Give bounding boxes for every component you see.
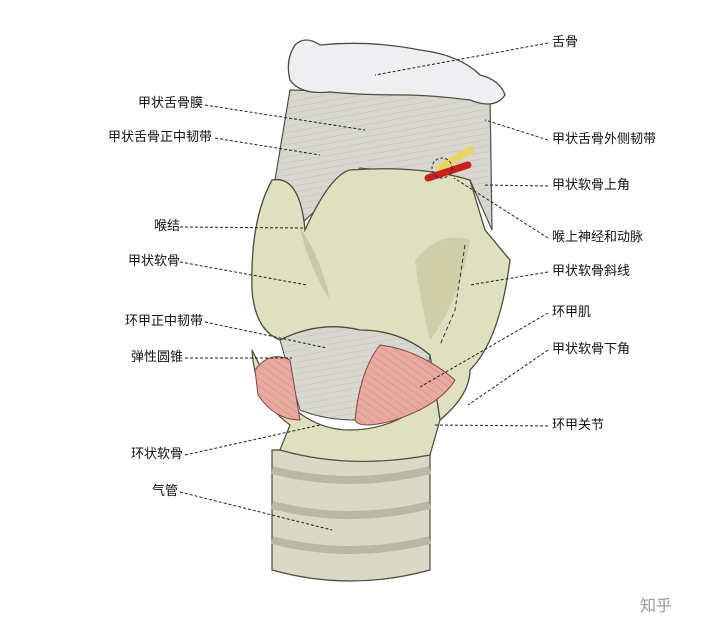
label-median-cricothyroid-ligament: 环甲正中韧带 <box>124 314 203 329</box>
label-hyoid-bone: 舌骨 <box>552 35 579 50</box>
label-superior-horn: 甲状软骨上角 <box>552 178 631 193</box>
superior-laryngeal-nerve-and-artery <box>424 146 474 182</box>
label-conus-elasticus: 弹性圆锥 <box>130 350 183 365</box>
label-laryngeal-prominence: 喉结 <box>153 219 180 234</box>
label-cricothyroid-joint: 环甲关节 <box>552 418 605 433</box>
label-oblique-line: 甲状软骨斜线 <box>552 264 631 279</box>
leader-lines <box>179 42 549 531</box>
label-superior-laryngeal-nerve-artery: 喉上神经和动脉 <box>552 230 644 245</box>
thyroid-cartilage <box>251 168 511 422</box>
label-median-thyrohyoid-ligament: 甲状舌骨正中韧带 <box>107 130 212 145</box>
label-thyrohyoid-membrane: 甲状舌骨膜 <box>137 96 203 111</box>
trachea <box>271 449 431 582</box>
cricothyroid-muscles <box>254 344 456 426</box>
label-trachea: 气管 <box>151 484 178 499</box>
label-cricothyroid-muscle: 环甲肌 <box>552 305 592 320</box>
label-lateral-thyrohyoid-ligament: 甲状舌骨外侧韧带 <box>552 132 657 147</box>
label-cricoid-cartilage: 环状软骨 <box>130 447 183 462</box>
label-inferior-horn: 甲状软骨下角 <box>552 342 631 357</box>
label-thyroid-cartilage: 甲状软骨 <box>127 254 180 269</box>
watermark: 知乎 <box>640 596 673 615</box>
hyoid-bone <box>287 39 506 105</box>
